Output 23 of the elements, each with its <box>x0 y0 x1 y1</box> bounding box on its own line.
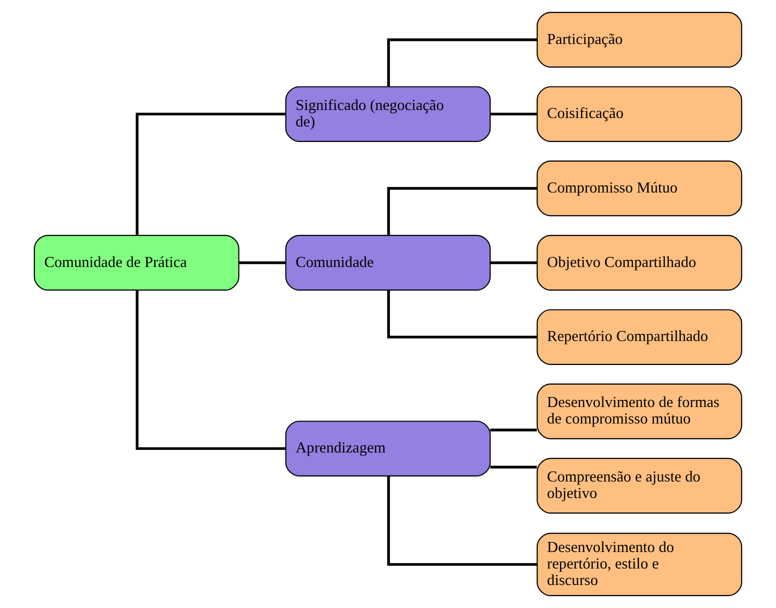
connector <box>387 476 538 566</box>
node-box: Comunidade <box>285 234 491 291</box>
node-box: Significado (negociação de) <box>285 86 491 142</box>
connector <box>490 428 537 432</box>
connector <box>490 466 537 469</box>
connector <box>136 112 286 236</box>
node-box: Participação <box>536 12 742 68</box>
connector <box>387 187 538 236</box>
connector <box>387 38 538 86</box>
node-box: Coisificação <box>536 86 742 142</box>
node-box: Compromisso Mútuo <box>536 160 742 216</box>
node-box: Desenvolvimento de formas de compromisso mútuo <box>536 384 742 440</box>
node-box: Repertório Compartilhado <box>536 309 742 365</box>
node-box: Comunidade de Prática <box>34 234 240 291</box>
node-box: Aprendizagem <box>285 420 491 476</box>
connector <box>238 261 286 264</box>
connector <box>490 261 537 264</box>
node-box: Objetivo Compartilhado <box>536 234 742 291</box>
connector <box>136 290 286 450</box>
connector <box>490 112 537 116</box>
node-box: Compreensão e ajuste do objetivo <box>536 458 742 514</box>
node-box: Desenvolvimento do repertório, estilo e discurso <box>536 532 742 596</box>
connector <box>387 290 538 338</box>
